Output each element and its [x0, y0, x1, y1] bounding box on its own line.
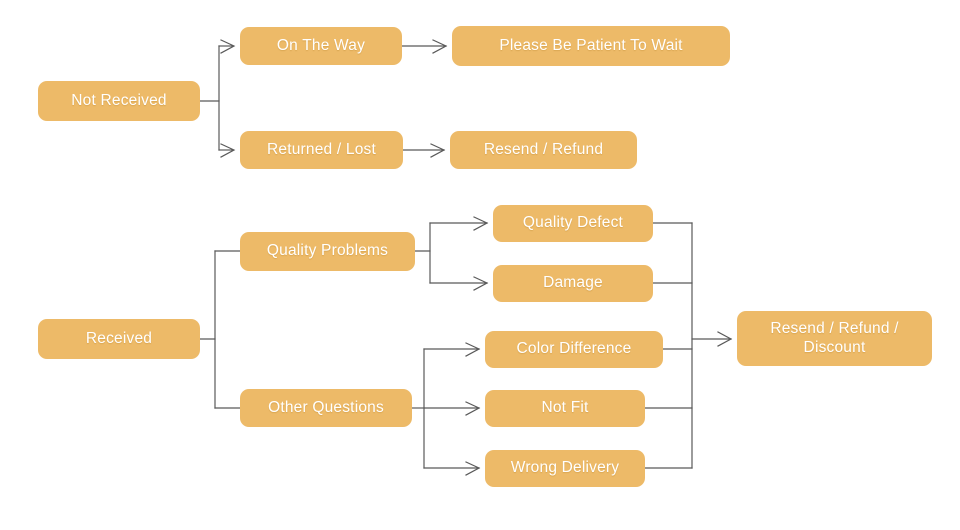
arrowhead-resend — [430, 143, 446, 158]
node-please-be-patient-to-wait[interactable]: Please Be Patient To Wait — [452, 26, 730, 66]
arrowhead-quality-defect — [473, 216, 489, 231]
arrowhead-final — [717, 331, 733, 347]
node-resend-refund[interactable]: Resend / Refund — [450, 131, 637, 169]
arrowhead-wait — [432, 39, 448, 54]
arrowhead-not-fit — [465, 401, 481, 416]
node-damage[interactable]: Damage — [493, 265, 653, 302]
node-color-difference[interactable]: Color Difference — [485, 331, 663, 368]
node-quality-problems[interactable]: Quality Problems — [240, 232, 415, 271]
node-returned-lost[interactable]: Returned / Lost — [240, 131, 403, 169]
node-not-received[interactable]: Not Received — [38, 81, 200, 121]
node-on-the-way[interactable]: On The Way — [240, 27, 402, 65]
arrowhead-damage — [473, 276, 489, 291]
node-wrong-delivery[interactable]: Wrong Delivery — [485, 450, 645, 487]
node-resend-refund-discount[interactable]: Resend / Refund / Discount — [737, 311, 932, 366]
node-quality-defect[interactable]: Quality Defect — [493, 205, 653, 242]
node-received[interactable]: Received — [38, 319, 200, 359]
node-not-fit[interactable]: Not Fit — [485, 390, 645, 427]
node-other-questions[interactable]: Other Questions — [240, 389, 412, 427]
arrowhead-color-difference — [465, 342, 481, 357]
arrowhead-on-the-way — [220, 39, 236, 54]
arrowhead-wrong-delivery — [465, 461, 481, 476]
arrowhead-returned-lost — [220, 143, 236, 158]
